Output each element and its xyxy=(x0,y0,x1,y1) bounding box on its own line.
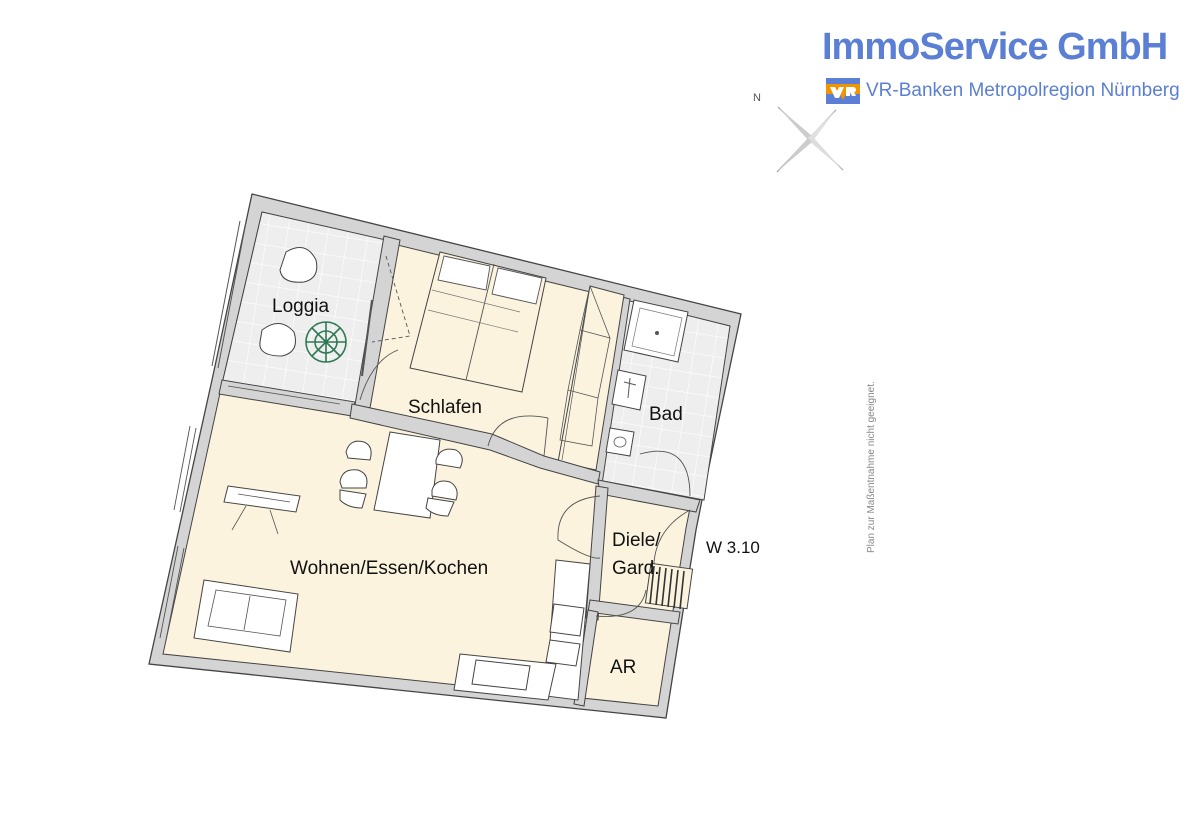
kitchen-counter xyxy=(453,559,591,701)
vr-bank-logo-icon xyxy=(826,78,860,104)
room-label-ar: AR xyxy=(610,657,636,678)
window xyxy=(159,425,197,641)
dining-table-icon xyxy=(373,431,441,519)
washbasin-icon xyxy=(611,369,647,411)
tv-sideboard-icon xyxy=(223,485,301,535)
sofa-icon xyxy=(193,579,299,653)
chair-icon xyxy=(339,440,463,517)
north-label: N xyxy=(753,92,761,104)
room-label-loggia: Loggia xyxy=(272,296,329,317)
room-label-diele: Diele/ xyxy=(612,530,661,551)
storage-wall xyxy=(587,599,681,625)
room-label-wohnen: Wohnen/Essen/Kochen xyxy=(290,558,488,579)
plant-icon xyxy=(305,321,347,363)
brand-subtitle: VR-Banken Metropolregion Nürnberg xyxy=(866,80,1180,101)
brand-title: ImmoService GmbH xyxy=(822,26,1168,68)
room-label-schlafen: Schlafen xyxy=(408,397,482,418)
shower-icon xyxy=(623,299,689,363)
compass-cross-icon xyxy=(776,106,844,173)
coat-rack-icon xyxy=(644,562,694,610)
double-bed-icon xyxy=(409,251,547,393)
unit-number: W 3.10 xyxy=(706,538,760,557)
bedroom-wall xyxy=(349,403,601,485)
scale-disclaimer: Plan zur Maßentnahme nicht geeignet. xyxy=(866,381,877,553)
loggia-chair-icon xyxy=(259,247,318,357)
room-label-garderobe: Gard. xyxy=(612,558,660,579)
brand-subtitle-row: VR-Banken Metropolregion Nürnberg xyxy=(826,76,1180,106)
room-label-bad: Bad xyxy=(649,404,683,425)
toilet-icon xyxy=(605,427,635,457)
